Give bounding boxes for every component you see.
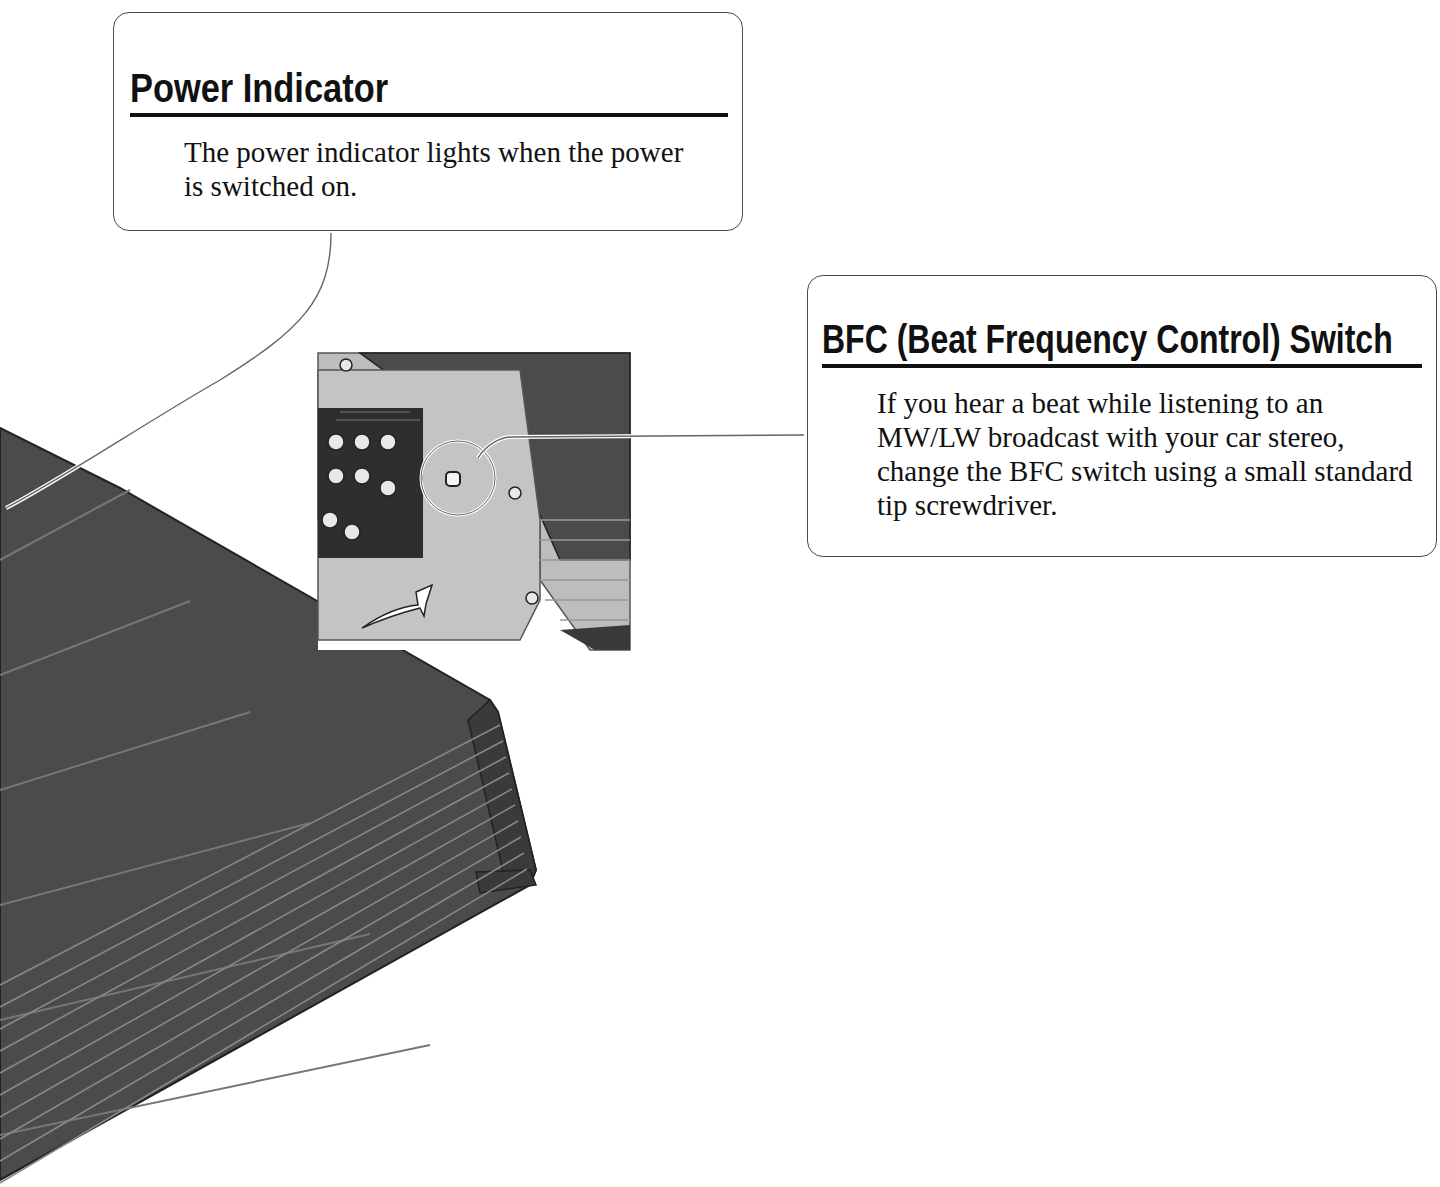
fin-line <box>0 805 515 1095</box>
callout-heading: BFC (Beat Frequency Control) Switch <box>822 316 1393 362</box>
panel-face <box>318 370 540 640</box>
callout-body: The power indicator lights when the powe… <box>184 135 704 203</box>
callout-box: BFC (Beat Frequency Control) Switch If yo… <box>807 275 1437 557</box>
fin-line <box>0 853 524 1161</box>
callout-heading: Power Indicator <box>130 65 388 111</box>
heatsink-fins <box>0 725 527 1183</box>
bfc-switch <box>446 472 460 486</box>
leader-line-halo <box>6 233 331 508</box>
terminal-block <box>318 408 423 558</box>
callout-body: If you hear a beat while listening to an… <box>877 386 1422 522</box>
end-panel <box>318 353 630 650</box>
side-fins-detail <box>540 520 630 620</box>
fin-line <box>0 773 509 1051</box>
fin-line <box>0 837 521 1139</box>
leader-line-halo <box>478 435 804 458</box>
foot-detail <box>560 625 630 650</box>
leader-line <box>6 233 331 508</box>
callout-box: Power IndicatorThe power indicator light… <box>113 12 743 231</box>
inset-ground <box>318 353 630 650</box>
terminal-markings <box>336 412 420 420</box>
terminal-screws <box>322 359 538 604</box>
groove-line <box>0 601 190 675</box>
heading-rule <box>130 113 728 117</box>
fin-line <box>0 821 518 1117</box>
fin-line <box>0 741 503 1007</box>
direction-arrow <box>362 585 432 628</box>
groove-line <box>0 712 250 790</box>
heading-rule <box>822 364 1422 368</box>
leader-line <box>478 435 804 458</box>
fin-line <box>0 757 506 1029</box>
amplifier-side <box>468 700 536 885</box>
fin-line <box>0 869 527 1183</box>
groove-line <box>0 823 310 905</box>
